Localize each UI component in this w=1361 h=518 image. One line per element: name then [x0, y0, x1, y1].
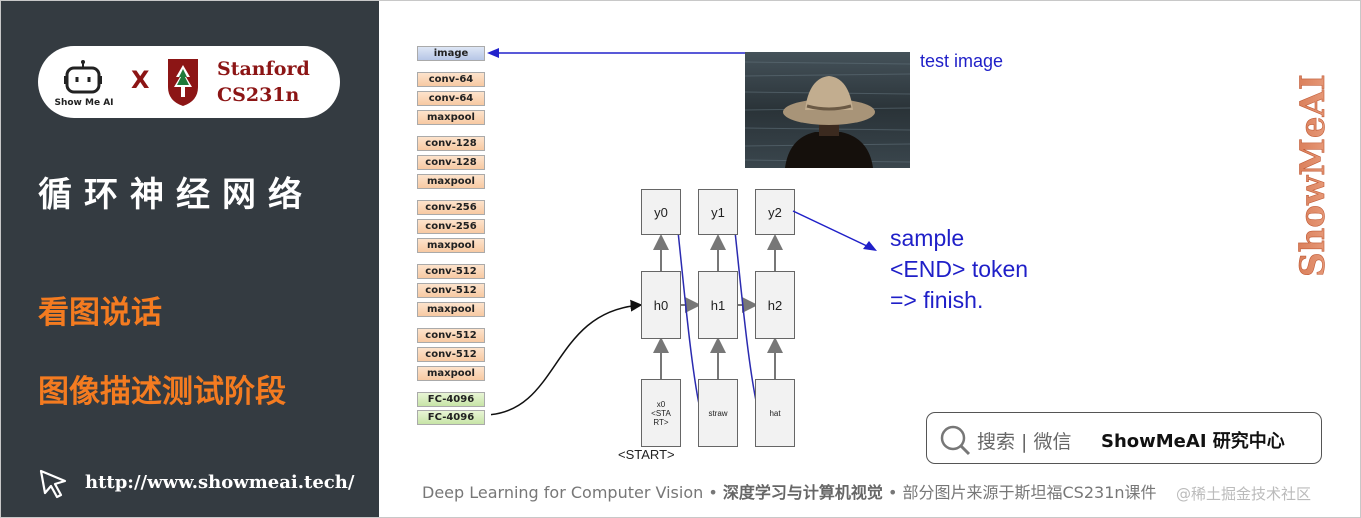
cnn-layer-maxpool: maxpool	[417, 238, 485, 253]
footer-course: Deep Learning for Computer Vision	[422, 483, 704, 502]
cnn-layer-maxpool: maxpool	[417, 302, 485, 317]
hidden-node-h1: h1	[698, 271, 738, 339]
cnn-layer-conv-512: conv-512	[417, 328, 485, 343]
showmeai-watermark: ShowMeAI	[1293, 74, 1331, 277]
svg-text:ShowMeAI: ShowMeAI	[1293, 74, 1331, 277]
rnn-diagram: y0 y1 y2 h0 h1 h2 x0 <STA RT> straw hat …	[491, 181, 911, 471]
cursor-icon	[39, 469, 67, 499]
cnn-layer-fc-4096: FC-4096	[417, 392, 485, 407]
cnn-layer-conv-128: conv-128	[417, 136, 485, 151]
cnn-layer-conv-256: conv-256	[417, 219, 485, 234]
output-node-y1: y1	[698, 189, 738, 235]
annotation-line1: sample	[890, 225, 965, 251]
end-arrow	[792, 210, 877, 251]
footer: Deep Learning for Computer Vision • 深度学习…	[422, 479, 1157, 503]
cnn-layer-conv-256: conv-256	[417, 200, 485, 215]
website-link[interactable]: http://www.showmeai.tech/	[85, 472, 355, 493]
hidden-node-h0: h0	[641, 271, 681, 339]
stanford-line1: Stanford	[217, 58, 310, 80]
search-placeholder: 搜索 | 微信	[977, 431, 1072, 453]
hidden-node-h2: h2	[755, 271, 795, 339]
logo-badge: Show Me AI X Stanford CS231n	[38, 46, 340, 118]
cnn-layer-maxpool: maxpool	[417, 174, 485, 189]
cnn-layer-image: image	[417, 46, 485, 61]
footer-source: 部分图片来源于斯坦福CS231n课件	[902, 483, 1157, 502]
annotation-line3: => finish.	[890, 287, 984, 313]
cnn-layer-conv-64: conv-64	[417, 91, 485, 106]
image-arrow	[487, 48, 745, 58]
section-title: 循环神经网络	[38, 175, 314, 215]
cnn-layer-conv-64: conv-64	[417, 72, 485, 87]
cnn-layer-conv-512: conv-512	[417, 283, 485, 298]
annotation-line2: <END> token	[890, 256, 1029, 282]
robot-icon	[64, 60, 102, 94]
cnn-layer-conv-512: conv-512	[417, 347, 485, 362]
output-node-y0: y0	[641, 189, 681, 235]
end-token-annotation: sample <END> token => finish.	[890, 223, 1028, 316]
search-brand: ShowMeAI 研究中心	[1101, 431, 1285, 452]
robot-label: Show Me AI	[54, 98, 114, 108]
search-icon	[940, 425, 971, 456]
stanford-tree-icon	[168, 59, 198, 106]
cnn-layer-conv-128: conv-128	[417, 155, 485, 170]
stanford-label: Stanford CS231n	[217, 56, 310, 108]
footer-sep-2: •	[882, 483, 903, 502]
start-label: <START>	[618, 447, 675, 462]
footer-sep-1: •	[703, 483, 723, 502]
cnn-layer-fc-4096: FC-4096	[417, 410, 485, 425]
test-image	[745, 52, 910, 168]
left-panel: Show Me AI X Stanford CS231n 循环神经网络 看图说话…	[1, 1, 379, 517]
input-node-x0: x0 <STA RT>	[641, 379, 681, 447]
cnn-layer-maxpool: maxpool	[417, 366, 485, 381]
output-node-y2: y2	[755, 189, 795, 235]
input-node-straw: straw	[698, 379, 738, 447]
footer-course-cn: 深度学习与计算机视觉	[722, 483, 883, 502]
footer-corner-watermark: @稀土掘金技术社区	[1176, 485, 1312, 503]
test-image-label: test image	[920, 51, 1004, 71]
cnn-layer-maxpool: maxpool	[417, 110, 485, 125]
topic-title: 看图说话	[38, 295, 162, 331]
input-node-hat: hat	[755, 379, 795, 447]
cnn-layer-conv-512: conv-512	[417, 264, 485, 279]
topic-subtitle: 图像描述测试阶段	[38, 374, 286, 410]
x-mark: X	[131, 66, 150, 94]
search-box[interactable]: 搜索 | 微信 ShowMeAI 研究中心	[926, 412, 1322, 464]
stanford-line2: CS231n	[217, 84, 300, 106]
